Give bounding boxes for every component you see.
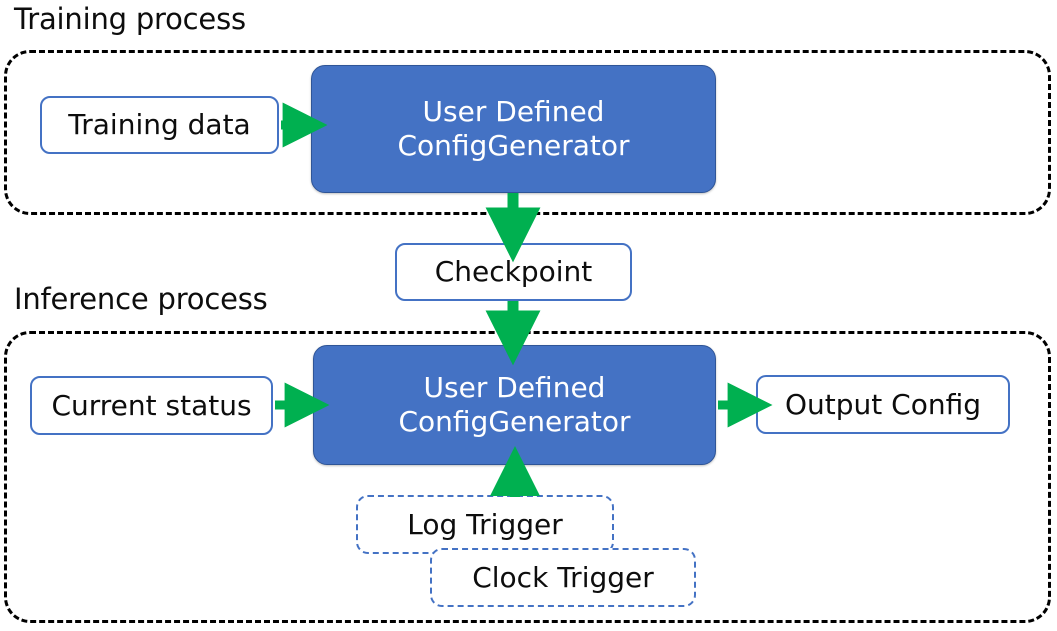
node-user-defined-configgenerator-training-label: User Defined ConfigGenerator — [397, 95, 629, 163]
node-user-defined-configgenerator-training[interactable]: User Defined ConfigGenerator — [311, 65, 716, 193]
node-output-config-label: Output Config — [785, 387, 981, 421]
training-process-title: Training process — [14, 2, 246, 36]
node-log-trigger-label: Log Trigger — [407, 507, 563, 541]
node-label-line-2: ConfigGenerator — [398, 405, 631, 438]
node-user-defined-configgenerator-inference-label: User Defined ConfigGenerator — [398, 371, 630, 439]
node-log-trigger[interactable]: Log Trigger — [356, 495, 614, 554]
inference-process-title: Inference process — [14, 282, 268, 316]
node-label-line-1: User Defined — [422, 95, 605, 128]
node-training-data[interactable]: Training data — [40, 96, 279, 154]
node-label-line-1: User Defined — [423, 371, 606, 404]
node-current-status-label: Current status — [51, 388, 252, 422]
node-checkpoint-label: Checkpoint — [434, 255, 593, 288]
node-clock-trigger-label: Clock Trigger — [472, 560, 654, 594]
node-checkpoint[interactable]: Checkpoint — [395, 243, 632, 301]
node-training-data-label: Training data — [68, 108, 251, 141]
node-current-status[interactable]: Current status — [30, 376, 273, 435]
node-user-defined-configgenerator-inference[interactable]: User Defined ConfigGenerator — [313, 345, 716, 465]
node-output-config[interactable]: Output Config — [756, 375, 1010, 434]
node-clock-trigger[interactable]: Clock Trigger — [430, 548, 696, 607]
node-label-line-2: ConfigGenerator — [397, 129, 630, 162]
